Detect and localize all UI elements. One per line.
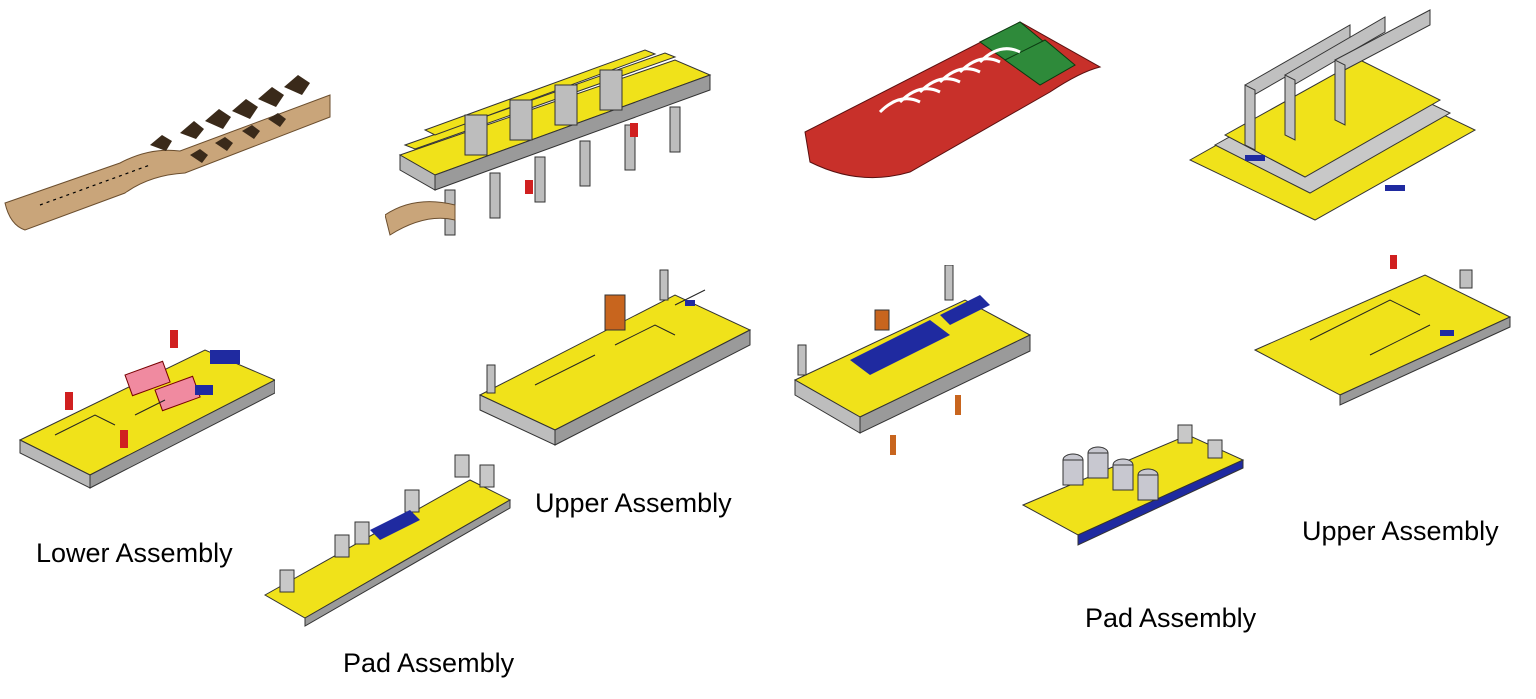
upper-die-figure-2: [1188, 9, 1477, 221]
label-lower-assembly: Lower Assembly: [36, 538, 233, 568]
label-upper-assembly-right: Upper Assembly: [1302, 516, 1499, 546]
lower-assembly-figure: [18, 330, 275, 489]
strip-layout-tan-figure: [4, 75, 331, 231]
pad-assembly-figure-2: [1021, 424, 1245, 546]
strip-layout-red-figure: [804, 21, 1102, 179]
label-upper-assembly-left: Upper Assembly: [535, 488, 732, 518]
upper-die-figure-1: [385, 49, 712, 236]
upper-assembly-figure-1: [478, 269, 752, 446]
label-pad-assembly-left: Pad Assembly: [343, 648, 515, 678]
lower-assembly-figure-2: [793, 265, 1032, 455]
pad-assembly-figure-1: [263, 454, 512, 627]
upper-assembly-figure-2: [1253, 255, 1512, 406]
label-pad-assembly-right: Pad Assembly: [1085, 603, 1257, 633]
